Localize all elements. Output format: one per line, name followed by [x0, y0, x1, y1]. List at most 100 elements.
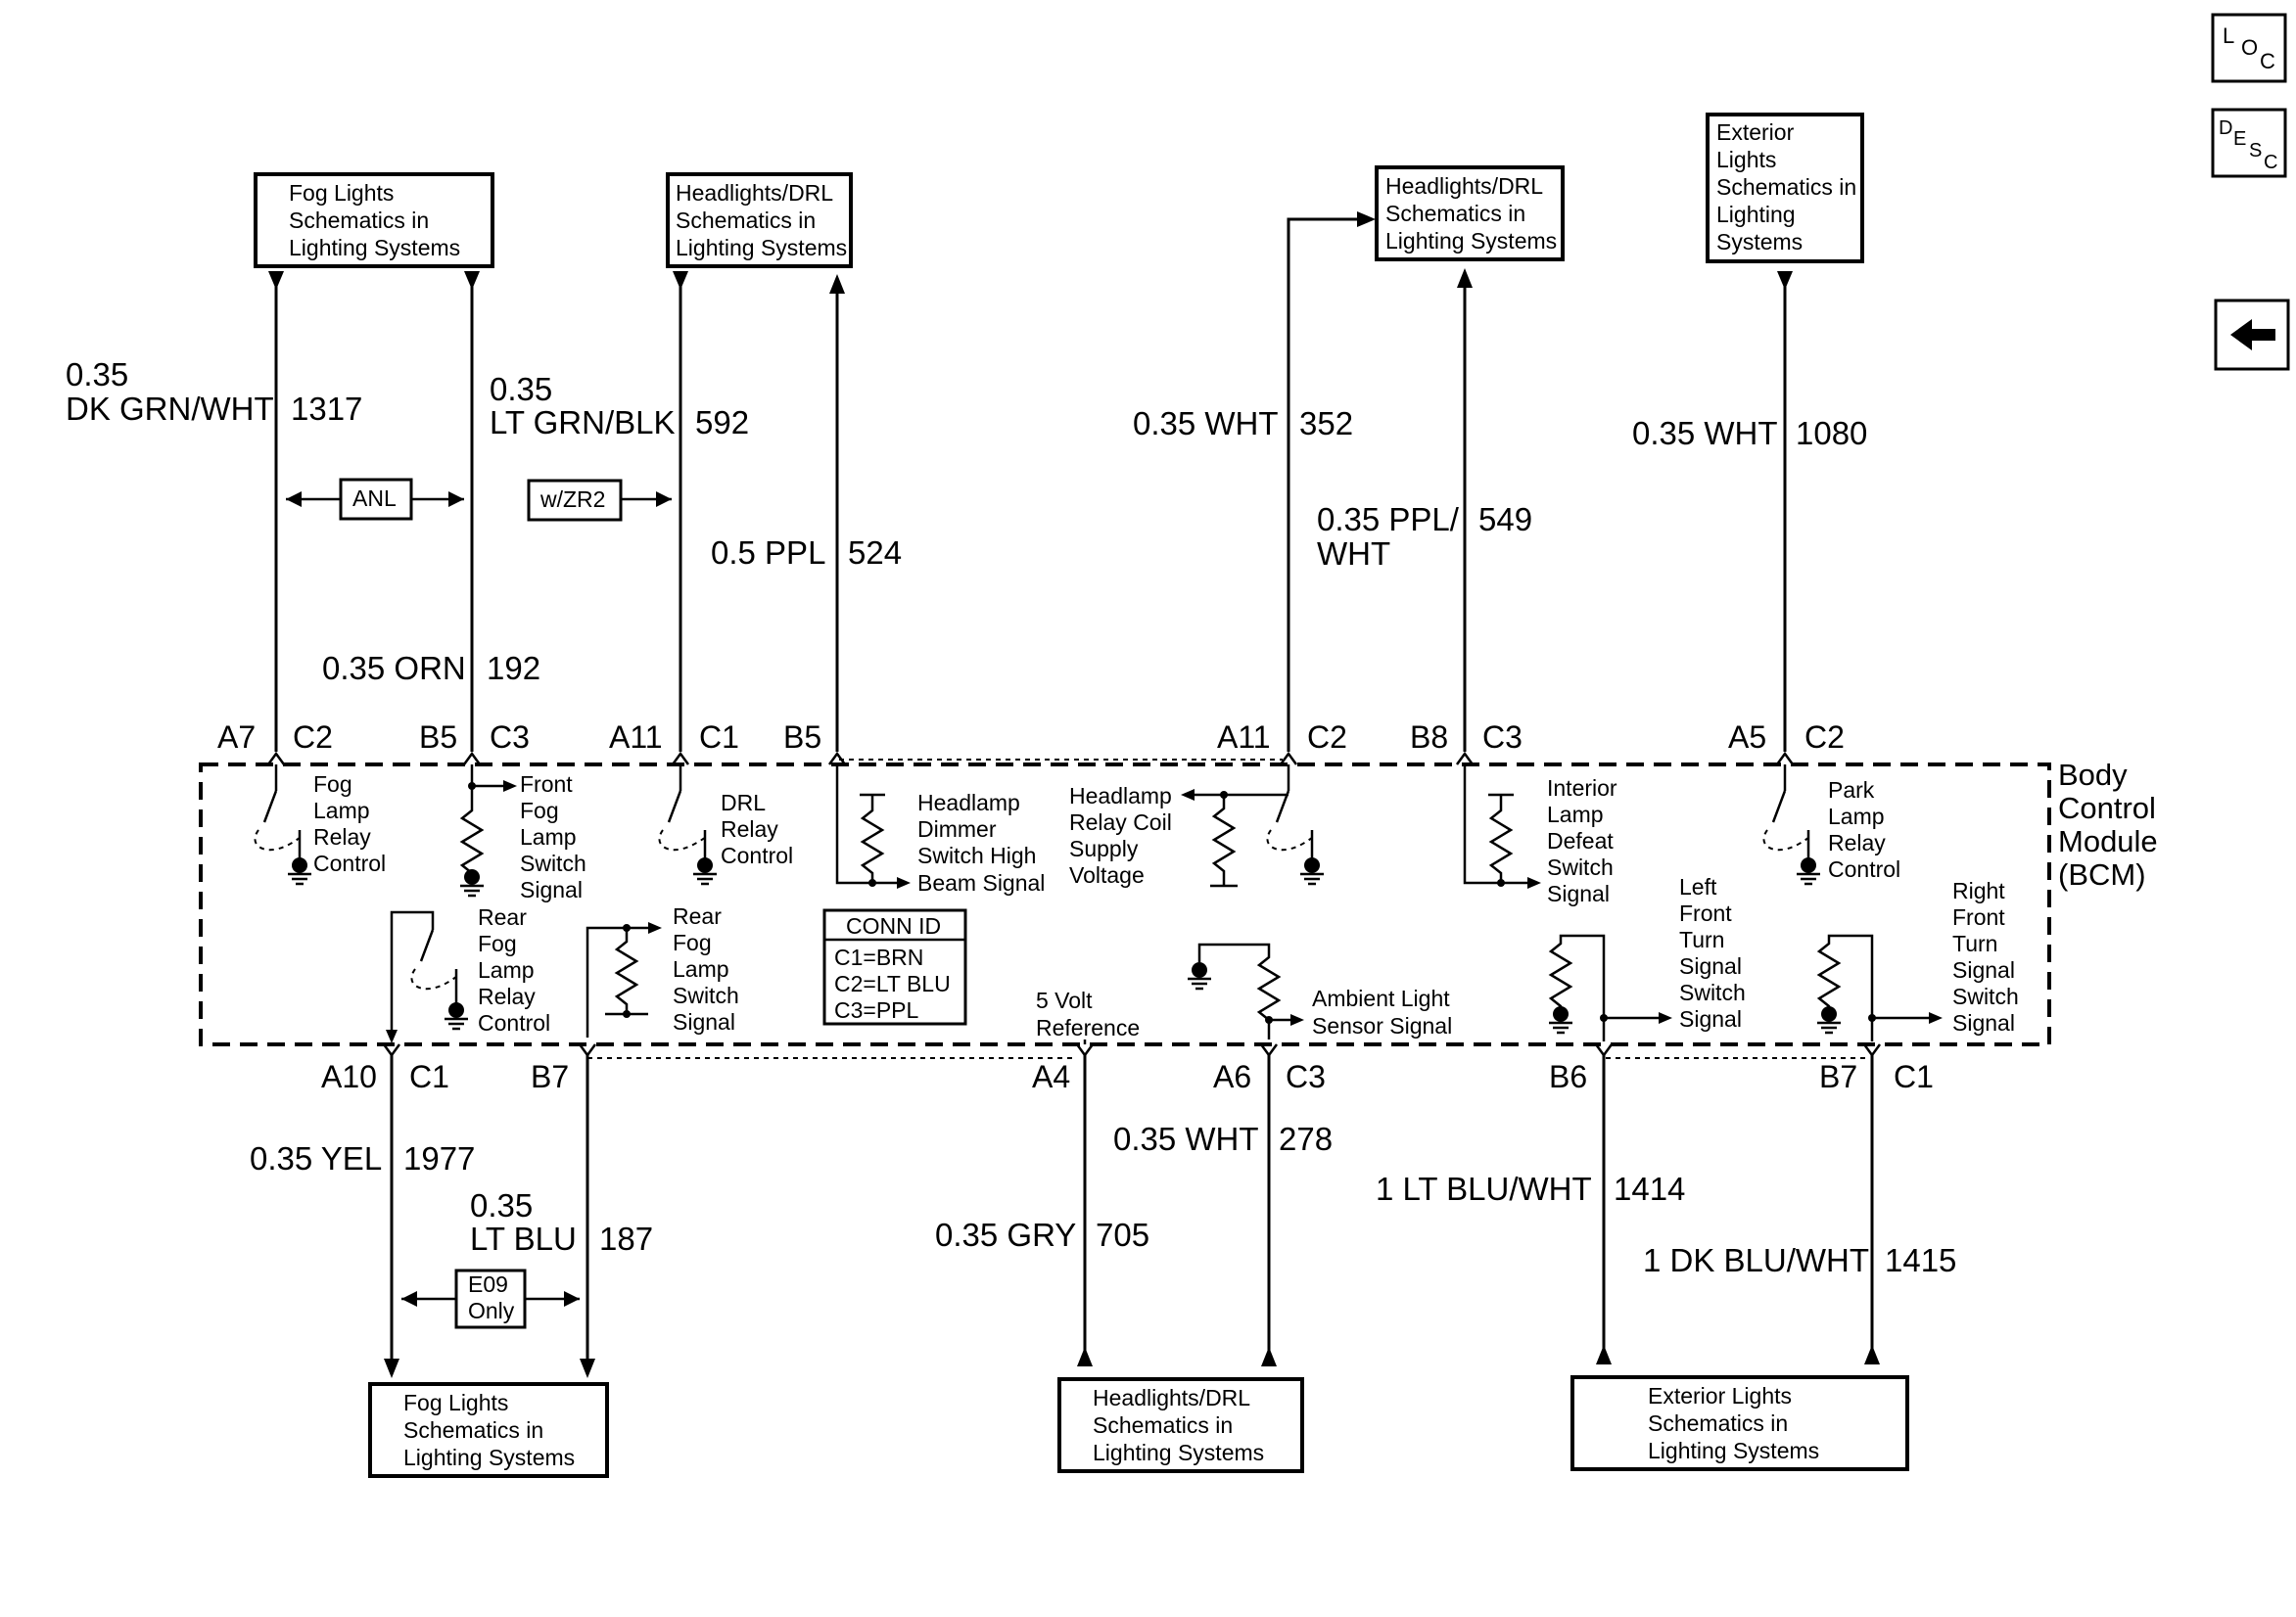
svg-text:A11: A11	[1217, 719, 1271, 755]
svg-text:Lighting Systems: Lighting Systems	[1093, 1440, 1264, 1465]
svg-text:705: 705	[1096, 1217, 1149, 1253]
svg-text:1977: 1977	[403, 1140, 475, 1177]
svg-text:592: 592	[695, 404, 749, 440]
svg-text:LT GRN/BLK: LT GRN/BLK	[490, 404, 676, 440]
svg-text:Fog: Fog	[478, 931, 517, 956]
desc-letter-c: C	[2264, 152, 2277, 173]
svg-text:Fog: Fog	[673, 930, 712, 955]
svg-text:B6: B6	[1549, 1059, 1587, 1094]
wire-192: 0.35 ORN 192	[322, 271, 540, 752]
svg-text:Headlights/DRL: Headlights/DRL	[1093, 1385, 1250, 1410]
desc-letter-e: E	[2233, 128, 2246, 150]
svg-text:Relay: Relay	[1828, 830, 1886, 855]
wire-524: 0.5 PPL 524	[711, 274, 902, 752]
svg-text:Switch: Switch	[673, 983, 739, 1008]
svg-text:0.35 GRY: 0.35 GRY	[935, 1217, 1076, 1253]
svg-text:1317: 1317	[291, 391, 362, 427]
svg-text:Park: Park	[1828, 777, 1875, 803]
svg-text:Module: Module	[2058, 824, 2158, 858]
svg-text:Switch High: Switch High	[917, 843, 1036, 868]
wire-1414: 1 LT BLU/WHT 1414	[1376, 1055, 1685, 1364]
svg-text:Front: Front	[1952, 904, 2005, 930]
svg-text:Signal: Signal	[1952, 957, 2015, 983]
svg-text:0.35: 0.35	[470, 1187, 533, 1224]
svg-text:Headlamp: Headlamp	[1069, 783, 1172, 808]
desc-button[interactable]: D E S C	[2211, 108, 2287, 178]
svg-text:0.35 WHT: 0.35 WHT	[1133, 405, 1279, 441]
left-front-turn-signal-switch-signal: Left Front Turn Signal Switch Signal	[1548, 874, 1746, 1041]
svg-text:Lamp: Lamp	[1828, 804, 1885, 829]
top-box-exterior-lights[interactable]: Exterior Lights Schematics in Lighting S…	[1706, 113, 1864, 263]
svg-text:0.35 PPL/: 0.35 PPL/	[1317, 501, 1460, 537]
svg-text:ANL: ANL	[352, 485, 397, 511]
bottom-box-exterior-lights[interactable]: Exterior Lights Schematics in Lighting S…	[1570, 1375, 1909, 1471]
svg-text:192: 192	[487, 650, 540, 686]
svg-text:0.35 YEL: 0.35 YEL	[250, 1140, 382, 1177]
pin-b8-c3: B8 C3	[1410, 719, 1523, 765]
svg-text:1414: 1414	[1614, 1171, 1685, 1207]
option-e09: E09 Only	[401, 1269, 580, 1329]
wire-1080: 0.35 WHT 1080	[1632, 271, 1867, 752]
drl-relay-control: DRL Relay Control	[658, 764, 793, 886]
top-box-headlights-drl-2[interactable]: Headlights/DRL Schematics in Lighting Sy…	[1375, 165, 1565, 261]
wire-592: 0.35 LT GRN/BLK 592	[490, 271, 749, 752]
svg-text:Lighting Systems: Lighting Systems	[1648, 1438, 1819, 1463]
pin-b5-c3: B5 C3	[419, 719, 530, 765]
svg-text:B8: B8	[1410, 719, 1448, 755]
option-anl: ANL	[286, 478, 464, 521]
svg-text:C2=LT BLU: C2=LT BLU	[834, 971, 951, 996]
top-box-headlights-drl-1[interactable]: Headlights/DRL Schematics in Lighting Sy…	[666, 172, 853, 268]
svg-text:A4: A4	[1032, 1059, 1070, 1094]
svg-text:Switch: Switch	[520, 851, 586, 876]
pins-bottom: A10 C1 B7 A4 A6 C3 B6 B7 C1	[321, 1043, 1934, 1094]
svg-text:Relay Coil: Relay Coil	[1069, 809, 1172, 835]
svg-text:C1: C1	[699, 719, 739, 755]
svg-text:A6: A6	[1213, 1059, 1251, 1094]
pins-top: A7 C2 B5 C3 A11 C1 B5 A11 C2 B8 C3	[217, 719, 1845, 765]
pin-a6-c3: A6 C3	[1213, 1043, 1326, 1094]
loc-button[interactable]: L O C	[2211, 13, 2287, 83]
rear-fog-lamp-switch-signal: Rear Fog Lamp Switch Signal	[586, 903, 739, 1038]
svg-text:Lamp: Lamp	[673, 956, 729, 982]
svg-text:524: 524	[848, 534, 902, 571]
svg-text:DRL: DRL	[721, 790, 766, 815]
back-button[interactable]	[2214, 299, 2290, 371]
svg-text:Headlamp: Headlamp	[917, 790, 1020, 815]
svg-text:Control: Control	[1828, 856, 1900, 882]
svg-text:Switch: Switch	[1952, 984, 2019, 1009]
bottom-box-headlights-drl[interactable]: Headlights/DRL Schematics in Lighting Sy…	[1057, 1377, 1304, 1473]
svg-text:B5: B5	[783, 719, 821, 755]
svg-text:CONN ID: CONN ID	[846, 913, 941, 939]
bcm-boundary	[199, 762, 2051, 1046]
svg-text:Sensor Signal: Sensor Signal	[1312, 1013, 1452, 1039]
loc-letter-l: L	[2223, 23, 2234, 48]
svg-text:Reference: Reference	[1036, 1015, 1140, 1040]
svg-text:Lighting Systems: Lighting Systems	[1385, 228, 1557, 254]
bottom-box-fog-lights[interactable]: Fog Lights Schematics in Lighting System…	[368, 1382, 609, 1478]
svg-text:Control: Control	[2058, 791, 2156, 825]
svg-text:C3: C3	[1482, 719, 1523, 755]
svg-text:Switch: Switch	[1547, 855, 1614, 880]
bcm-label: Body Control Module (BCM)	[2058, 758, 2158, 892]
option-zr2: w/ZR2	[527, 479, 672, 522]
pin-b5-top: B5	[783, 719, 847, 765]
svg-text:Lamp: Lamp	[478, 957, 535, 983]
svg-text:B7: B7	[1819, 1059, 1857, 1094]
svg-text:Front: Front	[1679, 901, 1732, 926]
top-box-fog-lights[interactable]: Fog Lights Schematics in Lighting System…	[254, 172, 494, 268]
svg-text:A10: A10	[321, 1059, 377, 1094]
svg-text:1 LT BLU/WHT: 1 LT BLU/WHT	[1376, 1171, 1592, 1207]
wire-1977: 0.35 YEL 1977	[250, 1055, 475, 1378]
pin-a11-c1: A11 C1	[609, 719, 739, 765]
wire-549: 0.35 PPL/ WHT 549	[1317, 268, 1532, 752]
svg-text:(BCM): (BCM)	[2058, 857, 2146, 892]
svg-text:Lights: Lights	[1716, 147, 1776, 172]
svg-text:WHT: WHT	[1317, 535, 1390, 572]
pin-b7-left: B7	[531, 1043, 597, 1094]
svg-text:Left: Left	[1679, 874, 1717, 900]
svg-text:C3: C3	[490, 719, 530, 755]
svg-text:Lighting Systems: Lighting Systems	[289, 235, 460, 260]
svg-text:5 Volt: 5 Volt	[1036, 988, 1093, 1013]
front-fog-lamp-switch-signal: Front Fog Lamp Switch Signal	[459, 764, 586, 902]
rear-fog-lamp-relay-control: Rear Fog Lamp Relay Control	[386, 904, 550, 1043]
